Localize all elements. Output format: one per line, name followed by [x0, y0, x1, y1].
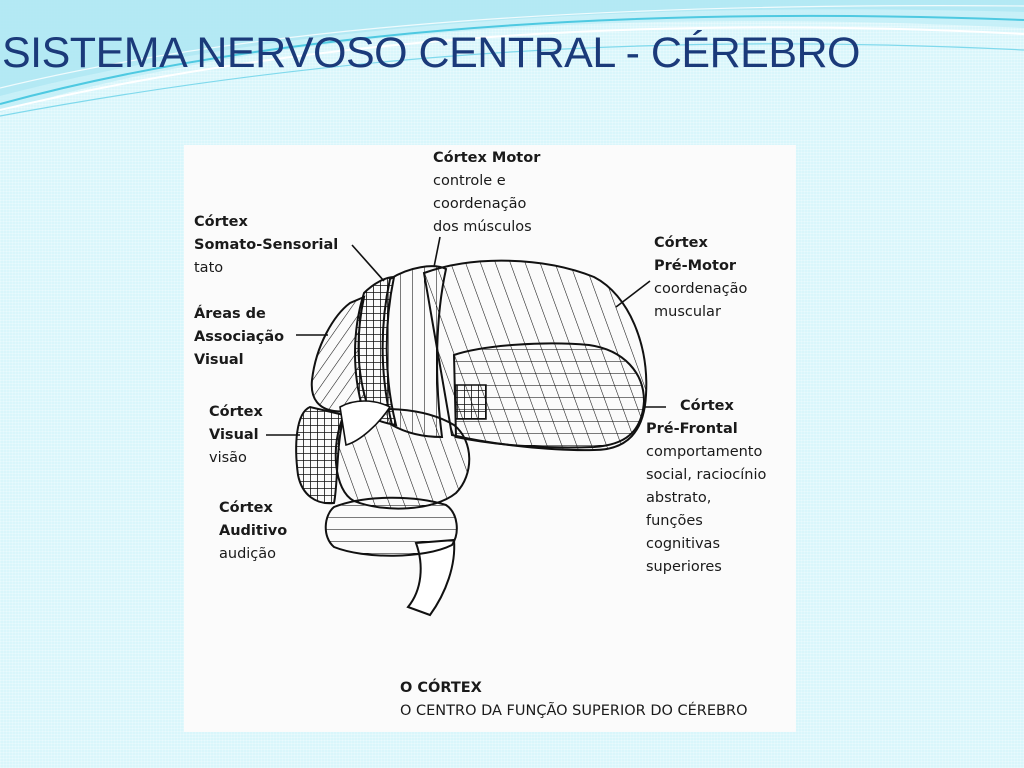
label-cortex-visual: Córtex Visual visão [209, 404, 263, 466]
leader-somatosensory [351, 244, 385, 282]
brain-stem [406, 538, 456, 617]
visual-association-area [310, 295, 370, 413]
caption-subtitle: O CENTRO DA FUNÇÃO SUPERIOR DO CÉREBRO [400, 703, 748, 719]
label-pre-frontal: Córtex Pré-Frontal comportamento social,… [646, 398, 767, 575]
label-pre-motor: Córtex Pré-Motor coordenação muscular [654, 235, 748, 320]
leader-motor [433, 236, 441, 268]
temporal-lobe [334, 408, 471, 510]
prefrontal-region [452, 342, 646, 449]
auditory-fold [339, 400, 392, 447]
header-swoosh [0, 0, 1024, 117]
slide-title: SISTEMA NERVOSO CENTRAL - CÉREBRO [2, 29, 861, 77]
caption-title: O CÓRTEX [400, 680, 482, 696]
figure-caption: O CÓRTEX O CENTRO DA FUNÇÃO SUPERIOR DO … [400, 677, 747, 723]
grid-patch [455, 384, 487, 420]
brain-illustration [266, 236, 666, 617]
label-somato-sensorial: Córtex Somato-Sensorial tato [194, 214, 339, 276]
brain-figure-panel: Córtex Motor controle e coordenação dos … [184, 145, 796, 732]
leader-premotor [615, 280, 651, 308]
label-cortex-auditivo: Córtex Auditivo audição [219, 500, 288, 562]
label-assoc-visual: Áreas de Associação Visual [194, 306, 285, 368]
label-cortex-motor: Córtex Motor controle e coordenação dos … [433, 150, 541, 235]
